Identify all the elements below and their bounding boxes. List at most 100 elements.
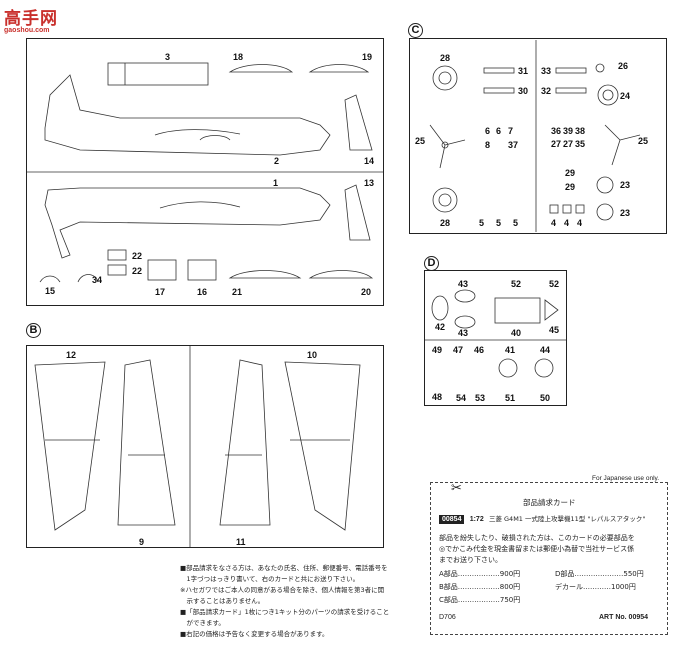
part-number: 52: [549, 279, 560, 289]
part-number: 31: [518, 66, 529, 76]
part-number: 29: [565, 182, 576, 192]
watermark-url: gaoshou.com: [4, 27, 50, 34]
part-number: 27: [551, 139, 562, 149]
card-footer-code: D706: [439, 614, 456, 621]
price-b: B部品………………800円: [439, 583, 521, 591]
part-number: 9: [139, 537, 145, 547]
instruction-line: ができます。: [180, 619, 225, 627]
part-number: 28: [440, 218, 451, 228]
part-number: 8: [485, 140, 491, 150]
part-number: 11: [236, 537, 246, 547]
part-number: 20: [361, 287, 372, 297]
scissors-icon: ✂: [451, 481, 462, 496]
part-number: 17: [155, 287, 166, 297]
part-number: 25: [415, 136, 426, 146]
card-text-line: までお送り下さい。: [439, 556, 502, 564]
part-number: 51: [505, 393, 516, 403]
product-name: 三菱 G4M1 一式陸上攻撃機11型 "レパルスアタック": [488, 515, 646, 523]
japanese-use-note: For Japanese use only.: [592, 475, 660, 482]
part-number: 22: [132, 266, 143, 276]
part-number: 48: [432, 392, 443, 402]
part-number: 1: [273, 178, 279, 188]
part-number: 5: [513, 218, 519, 228]
part-number: 42: [435, 322, 446, 332]
card-code: 00854 1:72 三菱 G4M1 一式陸上攻撃機11型 "レパルスアタック": [439, 513, 646, 524]
part-number: 52: [511, 279, 522, 289]
part-number: 6: [485, 126, 491, 136]
part-number: 26: [618, 61, 629, 71]
sprue-frame-d: [424, 270, 567, 406]
part-number: 27: [563, 139, 574, 149]
card-text-line: 部品を紛失したり、破損された方は、このカードの必要部品を: [439, 534, 635, 542]
part-number: 32: [541, 86, 552, 96]
instruction-line: ■「部品請求カード」1枚につき1キット分のパーツの請求を受けること: [180, 608, 390, 616]
watermark: 高手网 gaoshou.com: [4, 4, 58, 34]
part-number: 28: [440, 53, 451, 63]
order-instructions: ■部品請求をなさる方は、あなたの氏名、住所、郵便番号、電話番号を 1字づつはっき…: [180, 563, 425, 640]
part-number: 5: [479, 218, 485, 228]
part-number: 2: [274, 156, 280, 166]
card-title: 部品請求カード: [523, 498, 576, 507]
part-number: 43: [458, 279, 469, 289]
product-code: 00854: [439, 515, 465, 524]
instruction-line: ■部品請求をなさる方は、あなたの氏名、住所、郵便番号、電話番号を: [180, 564, 388, 572]
sprue-frame-b: [26, 345, 384, 548]
watermark-logo: 高手网: [4, 9, 58, 28]
part-number: 46: [474, 345, 485, 355]
sprue-frame-c: [409, 38, 667, 234]
part-number: 34: [92, 275, 103, 285]
price-decal: デカール…………1000円: [555, 583, 636, 591]
part-number: 18: [233, 52, 244, 62]
part-number: 10: [307, 350, 318, 360]
part-number: 44: [540, 345, 551, 355]
part-number: 12: [66, 350, 77, 360]
section-label-c: C: [408, 23, 423, 38]
part-number: 15: [45, 286, 56, 296]
part-number: 50: [540, 393, 551, 403]
part-number: 16: [197, 287, 208, 297]
part-number: 21: [232, 287, 243, 297]
parts-request-card: ✂ 部品請求カード 00854 1:72 三菱 G4M1 一式陸上攻撃機11型 …: [430, 481, 668, 635]
art-number: ART No. 00954: [599, 614, 649, 621]
part-number: 36: [551, 126, 562, 136]
part-number: 24: [620, 91, 631, 101]
card-text-line: ◎でかこみ代金を現金書留または郵便小為替で当社サービス係: [439, 545, 635, 553]
part-number: 29: [565, 168, 576, 178]
product-scale: 1:72: [469, 516, 484, 523]
part-number: 41: [505, 345, 516, 355]
part-number: 43: [458, 328, 469, 338]
part-number: 33: [541, 66, 552, 76]
part-number: 54: [456, 393, 467, 403]
part-number: 49: [432, 345, 443, 355]
part-number: 3: [165, 52, 171, 62]
part-number: 53: [475, 393, 486, 403]
part-number: 45: [549, 325, 560, 335]
part-number: 6: [496, 126, 502, 136]
part-number: 23: [620, 208, 631, 218]
part-number: 38: [575, 126, 586, 136]
part-number: 47: [453, 345, 464, 355]
price-c: C部品………………750円: [439, 596, 521, 604]
part-number: 37: [508, 140, 519, 150]
part-number: 14: [364, 156, 375, 166]
part-number: 4: [577, 218, 583, 228]
section-label-d: D: [424, 256, 439, 271]
instruction-line: 示することはありません。: [180, 597, 265, 605]
part-number: 22: [132, 251, 143, 261]
part-number: 7: [508, 126, 514, 136]
part-number: 25: [638, 136, 649, 146]
section-label-b: B: [26, 323, 41, 338]
part-number: 5: [496, 218, 502, 228]
instruction-line: ※ハセガワではご本人の同意がある場合を除き、個人情報を第3者に開: [180, 586, 385, 594]
part-number: 23: [620, 180, 631, 190]
price-a: A部品………………900円: [439, 570, 521, 578]
part-number: 4: [564, 218, 570, 228]
price-d: D部品…………………550円: [555, 570, 644, 578]
part-number: 40: [511, 328, 522, 338]
part-number: 4: [551, 218, 557, 228]
instruction-line: ■右記の価格は予告なく変更する場合があります。: [180, 630, 329, 638]
part-number: 30: [518, 86, 529, 96]
sprue-frame-a: [26, 38, 384, 306]
part-number: 19: [362, 52, 373, 62]
